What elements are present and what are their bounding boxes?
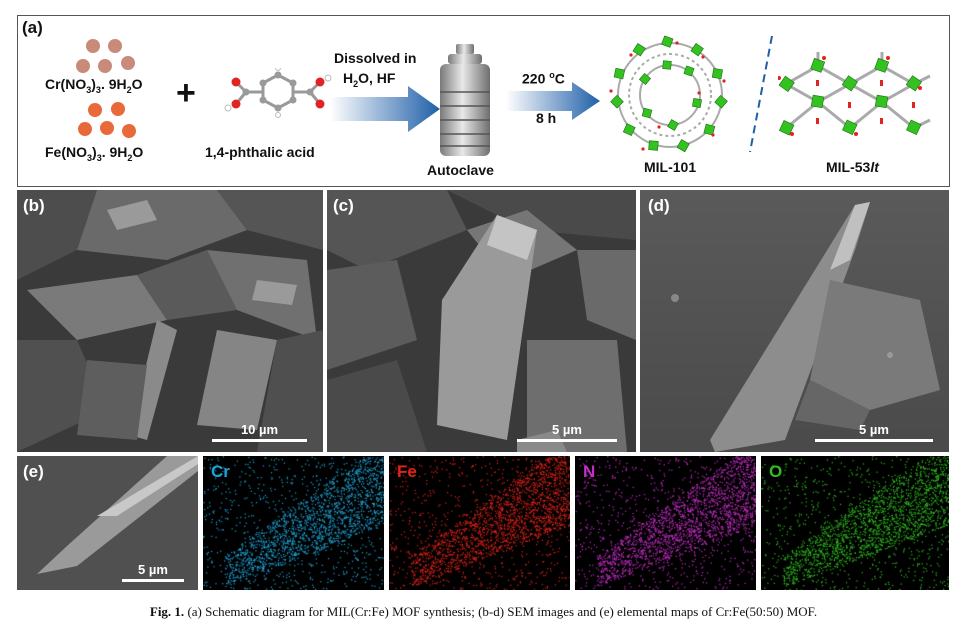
scale-bar-d-label: 5 µm [859, 422, 889, 437]
arrow1-label-line1: Dissolved in [334, 50, 417, 66]
element-map-cr: Cr [203, 456, 384, 590]
autoclave-label: Autoclave [427, 162, 494, 178]
arrow2-label-line1: 220 oC [522, 70, 565, 87]
mil53lt-label: MIL-53lt [826, 159, 879, 175]
sem-image-b [17, 190, 323, 452]
panel-a-letter: (a) [22, 18, 43, 37]
element-map-fe-label: Fe [397, 462, 417, 481]
arrow1-icon [330, 86, 440, 132]
autoclave-icon [440, 44, 490, 156]
figure-caption-number: Fig. 1. [149, 604, 185, 619]
cr-nitrate-particles [76, 39, 135, 73]
mil101-structure-icon [609, 35, 728, 153]
sem-panel-d: (d) 5 µm [640, 190, 949, 452]
element-map-cr-canvas [203, 456, 384, 590]
scale-bar-c: 5 µm [517, 418, 617, 442]
mil101-label: MIL-101 [644, 159, 697, 175]
sem-image-e [17, 456, 198, 590]
cr-nitrate-label: Cr(NO3)3. 9H2O [45, 76, 143, 95]
scale-bar-b: 10 µm [212, 418, 307, 442]
sem-image-d [640, 190, 949, 452]
fe-nitrate-particles [78, 102, 136, 138]
arrow1-label-line2: H2O, HF [343, 70, 396, 89]
sem-image-c [327, 190, 636, 452]
figure-caption-text: (a) Schematic diagram for MIL(Cr:Fe) MOF… [184, 604, 818, 619]
element-map-o: O [761, 456, 949, 590]
element-map-o-label: O [769, 462, 783, 481]
panel-d-letter: (d) [648, 196, 670, 215]
element-map-o-canvas [761, 456, 949, 590]
scale-bar-c-label: 5 µm [552, 422, 582, 437]
element-map-fe-canvas [389, 456, 570, 590]
sem-panel-c: (c) 5 µm [327, 190, 636, 452]
element-map-n: N [575, 456, 756, 590]
phthalic-acid-label: 1,4-phthalic acid [205, 144, 315, 160]
panel-e-letter: (e) [23, 462, 44, 481]
structure-divider [749, 35, 773, 153]
element-map-n-label: N [583, 462, 596, 481]
scale-bar-b-label: 10 µm [240, 422, 279, 437]
sem-panel-b: (b) 10 µm [17, 190, 323, 452]
scale-bar-e: 5 µm [122, 560, 184, 582]
arrow2-icon [506, 82, 600, 120]
panel-a: (a) Cr(NO3)3. 9H2O Fe(NO3)3. 9H2O + [17, 15, 950, 187]
element-map-n-canvas [575, 456, 756, 590]
panel-b-letter: (b) [23, 196, 45, 215]
element-map-fe: Fe [389, 456, 570, 590]
scale-bar-e-label: 5 µm [138, 562, 168, 577]
scale-bar-d: 5 µm [815, 418, 933, 442]
figure-caption: Fig. 1. (a) Schematic diagram for MIL(Cr… [0, 604, 967, 620]
mil53lt-structure-icon [778, 52, 931, 136]
plus-sign: + [176, 74, 196, 112]
sem-panel-e: (e) 5 µm [17, 456, 198, 590]
panel-c-letter: (c) [333, 196, 354, 215]
phthalic-acid-molecule [224, 68, 332, 118]
arrow2-label-line2: 8 h [536, 110, 557, 126]
element-map-cr-label: Cr [211, 462, 230, 481]
fe-nitrate-label: Fe(NO3)3. 9H2O [45, 144, 144, 163]
